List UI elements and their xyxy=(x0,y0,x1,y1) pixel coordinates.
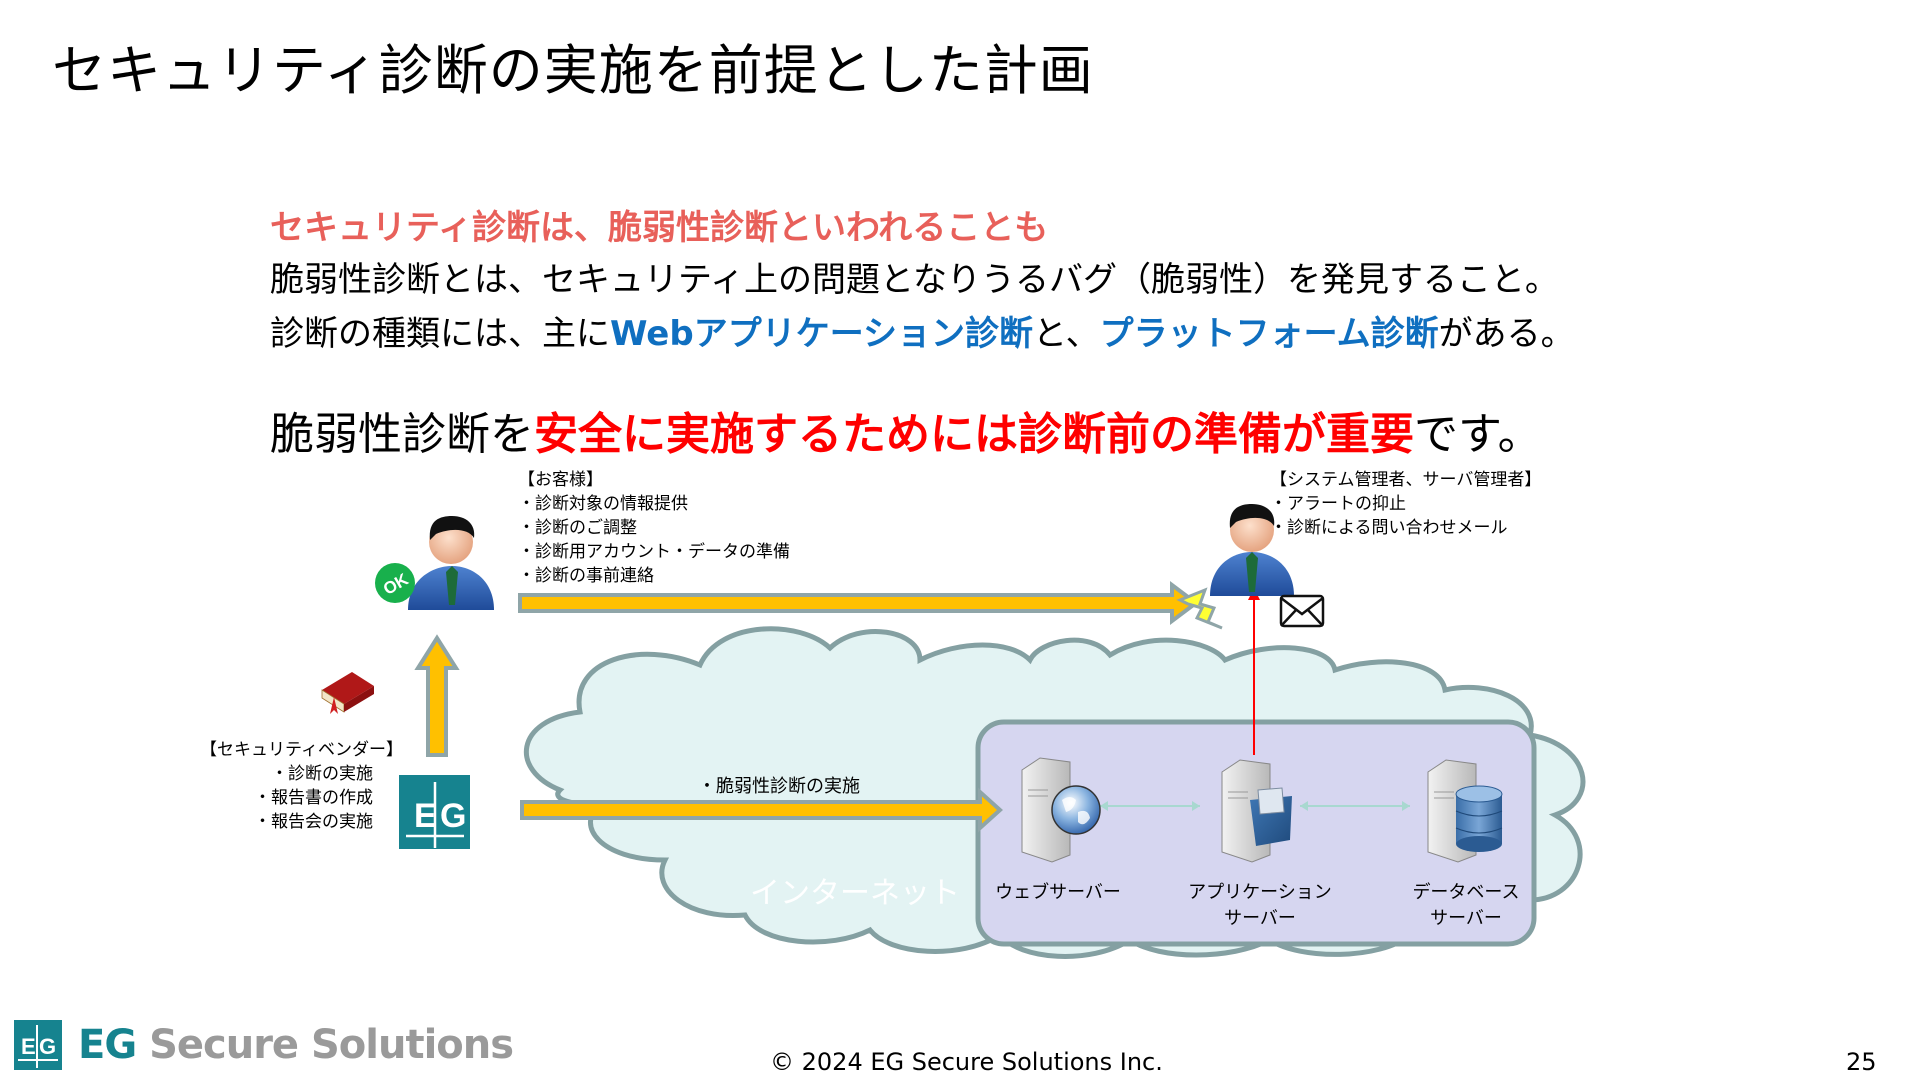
key-message-suffix: です。 xyxy=(1414,409,1542,460)
intro-line-2-suffix: がある。 xyxy=(1438,314,1575,354)
customer-person-icon xyxy=(408,516,494,610)
app-server-label-line-1: アプリケーション xyxy=(1188,882,1332,903)
svg-text:G: G xyxy=(39,1034,56,1059)
platform-diagnosis-emphasis: プラットフォーム診断 xyxy=(1099,314,1439,354)
app-server-icon xyxy=(1221,759,1292,863)
vuln-test-arrow xyxy=(520,787,1003,833)
footer-eg-logo-icon: E G xyxy=(14,1020,62,1070)
web-server-label-line: ウェブサーバー xyxy=(995,882,1121,903)
book-icon xyxy=(321,672,374,714)
copyright: © 2024 EG Secure Solutions Inc. xyxy=(770,1048,1163,1076)
admin-notes: 【システム管理者、サーバ管理者】 ・アラートの抑止 ・診断による問い合わせメール xyxy=(1270,468,1541,540)
customer-item: ・診断対象の情報提供 xyxy=(518,494,688,514)
customer-to-admin-arrow xyxy=(518,581,1200,625)
vendor-notes: 【セキュリティベンダー】 ・診断の実施 ・報告書の作成 ・報告会の実施 xyxy=(200,738,403,834)
web-app-diagnosis-emphasis: Webアプリケーション診断 xyxy=(610,314,1034,354)
footer-brand: EG Secure Solutions xyxy=(78,1022,514,1068)
vendor-to-customer-arrow xyxy=(414,634,460,757)
vendor-heading: 【セキュリティベンダー】 xyxy=(200,740,403,760)
admin-heading: 【システム管理者、サーバ管理者】 xyxy=(1270,470,1542,490)
app-server-label: アプリケーション サーバー xyxy=(1150,880,1370,932)
key-message-prefix: 脆弱性診断を xyxy=(270,409,534,460)
intro-line-2: 診断の種類には、主にWebアプリケーション診断と、プラットフォーム診断がある。 xyxy=(270,306,1575,355)
vendor-item: ・報告会の実施 xyxy=(253,812,373,832)
customer-notes: 【お客様】 ・診断対象の情報提供 ・診断のご調整 ・診断用アカウント・データの準… xyxy=(518,468,790,588)
customer-heading: 【お客様】 xyxy=(518,470,603,490)
intro-heading: セキュリティ診断は、脆弱性診断といわれることも xyxy=(270,208,1049,248)
intro-line-1: 脆弱性診断とは、セキュリティ上の問題となりうるバグ（脆弱性）を発見すること。 xyxy=(270,260,1559,300)
mail-icon xyxy=(1279,594,1325,628)
db-server-label-line-2: サーバー xyxy=(1430,908,1502,929)
svg-text:E: E xyxy=(21,1034,36,1059)
intro-line-2-mid: と、 xyxy=(1033,314,1100,354)
admin-person-icon xyxy=(1210,504,1294,596)
key-message: 脆弱性診断を安全に実施するためには診断前の準備が重要です。 xyxy=(270,398,1542,462)
slide-title: セキュリティ診断の実施を前提とした計画 xyxy=(52,39,1094,102)
lightning-icon xyxy=(1176,587,1223,630)
vendor-item: ・診断の実施 xyxy=(270,764,373,784)
eg-logo-icon: E G xyxy=(399,775,470,849)
footer-brand-eg: EG xyxy=(78,1022,137,1068)
customer-item: ・診断のご調整 xyxy=(518,518,637,538)
page-number: 25 xyxy=(1846,1048,1877,1076)
ok-badge-icon: OK xyxy=(375,563,415,603)
customer-item: ・診断の事前連絡 xyxy=(518,566,654,586)
admin-item: ・アラートの抑止 xyxy=(1270,494,1406,514)
vendor-item: ・報告書の作成 xyxy=(253,788,373,808)
db-server-label: データベース サーバー xyxy=(1356,880,1576,932)
db-server-icon xyxy=(1427,759,1503,863)
customer-item: ・診断用アカウント・データの準備 xyxy=(518,542,790,562)
db-server-label-line-1: データベース xyxy=(1412,882,1520,903)
server-connectors xyxy=(1100,801,1410,811)
svg-text:G: G xyxy=(440,797,466,835)
key-message-emphasis: 安全に実施するためには診断前の準備が重要 xyxy=(534,409,1414,460)
svg-text:E: E xyxy=(414,797,437,835)
footer-brand-rest: Secure Solutions xyxy=(136,1022,514,1068)
vuln-test-label: ・脆弱性診断の実施 xyxy=(698,776,860,797)
web-server-icon xyxy=(1021,757,1101,863)
app-server-label-line-2: サーバー xyxy=(1224,908,1296,929)
admin-item: ・診断による問い合わせメール xyxy=(1270,518,1508,538)
intro-line-2-prefix: 診断の種類には、主に xyxy=(270,314,610,354)
web-server-label: ウェブサーバー xyxy=(948,880,1168,906)
internet-label: インターネット xyxy=(750,876,960,911)
